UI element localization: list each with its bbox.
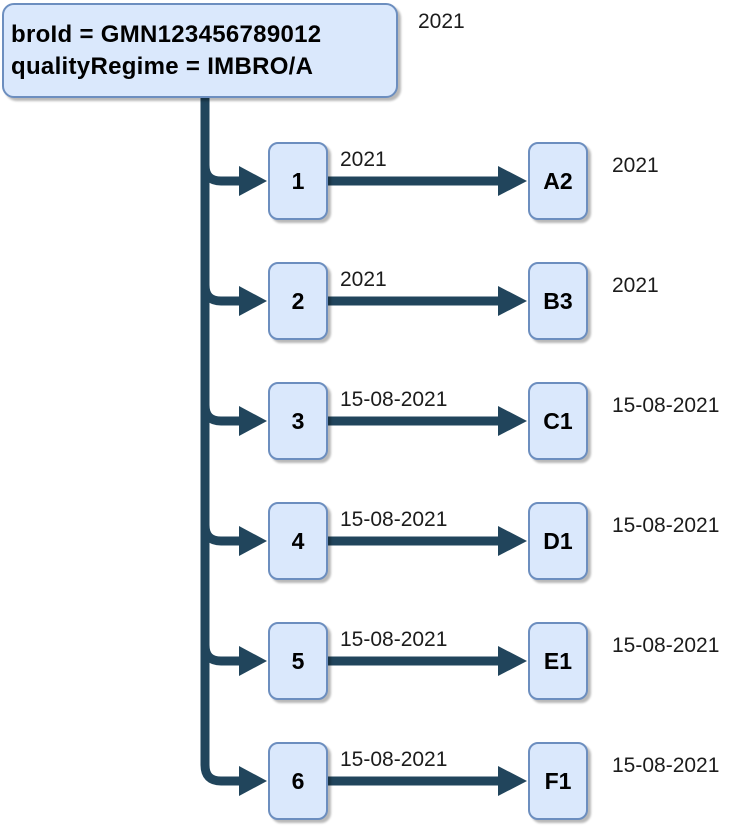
row-annotation-1: 2021 xyxy=(612,154,659,177)
branch-connector-1 xyxy=(200,136,267,196)
source-node-5: 5 xyxy=(268,622,328,700)
edge-arrow-5 xyxy=(328,646,527,676)
edge-label-3: 15-08-2021 xyxy=(340,388,448,411)
source-node-4: 4 xyxy=(268,502,328,580)
source-node-1: 1 xyxy=(268,142,328,220)
edge-label-6: 15-08-2021 xyxy=(340,748,448,771)
edge-label-2: 2021 xyxy=(340,268,387,291)
branch-connector-6 xyxy=(200,736,267,796)
target-node-f1: F1 xyxy=(528,742,588,820)
row-annotation-5: 15-08-2021 xyxy=(612,634,720,657)
target-node-c1: C1 xyxy=(528,382,588,460)
root-node: broId = GMN123456789012 qualityRegime = … xyxy=(2,3,398,98)
branch-connector-5 xyxy=(200,616,267,676)
branch-connector-3 xyxy=(200,376,267,436)
source-node-6: 6 xyxy=(268,742,328,820)
branch-connector-4 xyxy=(200,496,267,556)
source-node-3: 3 xyxy=(268,382,328,460)
root-node-line2: qualityRegime = IMBRO/A xyxy=(11,52,314,80)
edge-label-1: 2021 xyxy=(340,148,387,171)
source-node-2: 2 xyxy=(268,262,328,340)
target-node-e1: E1 xyxy=(528,622,588,700)
edge-arrow-6 xyxy=(328,766,527,796)
edge-arrow-2 xyxy=(328,286,527,316)
edge-arrow-4 xyxy=(328,526,527,556)
target-node-b3: B3 xyxy=(528,262,588,340)
edge-arrow-3 xyxy=(328,406,527,436)
edge-label-4: 15-08-2021 xyxy=(340,508,448,531)
root-annotation: 2021 xyxy=(418,10,465,33)
branch-connector-2 xyxy=(200,256,267,316)
edge-label-5: 15-08-2021 xyxy=(340,628,448,651)
target-node-d1: D1 xyxy=(528,502,588,580)
target-node-a2: A2 xyxy=(528,142,588,220)
root-node-line1: broId = GMN123456789012 xyxy=(11,20,322,48)
row-annotation-4: 15-08-2021 xyxy=(612,514,720,537)
row-annotation-3: 15-08-2021 xyxy=(612,394,720,417)
row-annotation-6: 15-08-2021 xyxy=(612,754,720,777)
edge-arrow-1 xyxy=(328,166,527,196)
row-annotation-2: 2021 xyxy=(612,274,659,297)
